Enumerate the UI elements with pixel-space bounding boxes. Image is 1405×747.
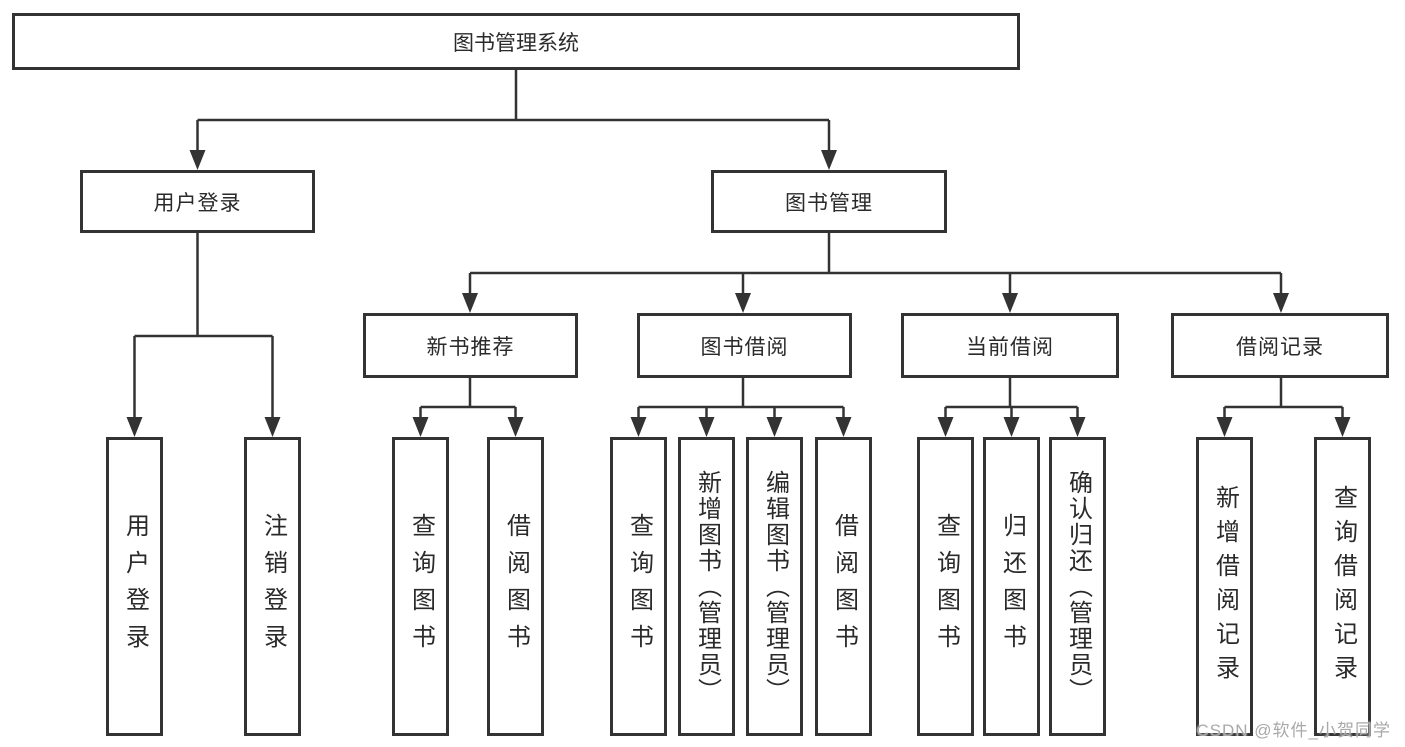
leaf-query-books-borrow: 查询图书 [610,437,667,736]
leaf-user-login: 用户登录 [106,437,163,736]
leaf-borrow-books: 借阅图书 [815,437,872,736]
leaf-borrow-books-recommend: 借阅图书 [487,437,544,736]
leaf-query-books-recommend: 查询图书 [392,437,449,736]
node-borrow-records: 借阅记录 [1171,313,1389,378]
leaf-confirm-return-admin: 确认归还（管理员） [1049,437,1106,736]
leaf-query-borrow-record: 查询借阅记录 [1314,437,1371,736]
leaf-logout: 注销登录 [244,437,301,736]
node-root-system: 图书管理系统 [12,13,1020,70]
leaf-return-book: 归还图书 [983,437,1040,736]
node-user-login: 用户登录 [80,170,315,233]
node-book-management: 图书管理 [711,170,947,233]
leaf-query-books-current: 查询图书 [917,437,974,736]
node-new-book-recommend: 新书推荐 [363,313,578,378]
leaf-add-book-admin: 新增图书（管理员） [678,437,735,736]
node-book-borrow: 图书借阅 [637,313,852,378]
csdn-watermark: CSDN @软件_小贺同学 [1196,721,1391,740]
leaf-edit-book-admin: 编辑图书（管理员） [746,437,803,736]
leaf-add-borrow-record: 新增借阅记录 [1196,437,1253,736]
node-current-borrow: 当前借阅 [901,313,1119,378]
